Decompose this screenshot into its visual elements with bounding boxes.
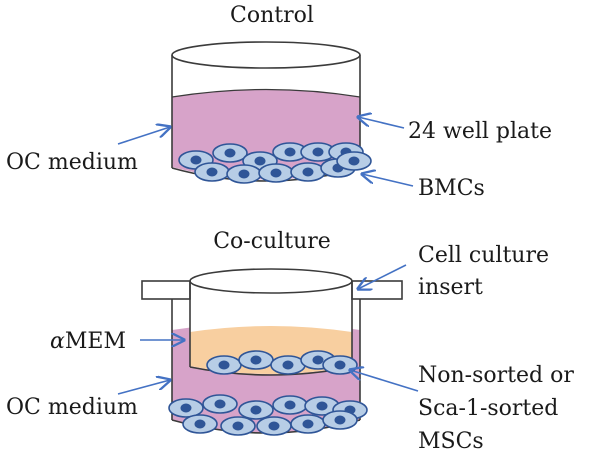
mscs-label-line1: Non-sorted or <box>418 363 574 388</box>
control-bmcs-arrow <box>362 174 414 187</box>
insert-flange-left <box>141 280 191 300</box>
control-well-plate <box>171 41 372 184</box>
cell-culture-insert <box>141 268 403 376</box>
control-oc-medium-label: OC medium <box>6 150 138 175</box>
amem-label: αMEM <box>50 329 126 354</box>
coculture-oc-medium-arrow <box>117 380 170 395</box>
insert-label-line2: insert <box>418 275 483 300</box>
amem-rest: MEM <box>65 329 126 354</box>
mscs-label-line2: Sca-1-sorted <box>418 396 558 421</box>
insert-flange-right <box>351 280 403 300</box>
control-title: Control <box>230 3 314 28</box>
mscs-label-line3: MSCs <box>418 429 484 454</box>
control-well-rim <box>171 41 361 69</box>
control-oc-medium-arrow <box>117 127 170 145</box>
insert-label-line1: Cell culture <box>418 243 549 268</box>
control-plate-arrow <box>358 117 405 129</box>
coculture-oc-medium-label: OC medium <box>6 395 138 420</box>
insert-arrow <box>358 264 407 289</box>
amem-alpha: α <box>50 329 65 354</box>
coculture-title: Co-culture <box>213 229 331 254</box>
control-bmcs-label: BMCs <box>418 176 485 201</box>
mscs-arrow <box>350 370 419 392</box>
control-plate-label: 24 well plate <box>408 119 552 144</box>
